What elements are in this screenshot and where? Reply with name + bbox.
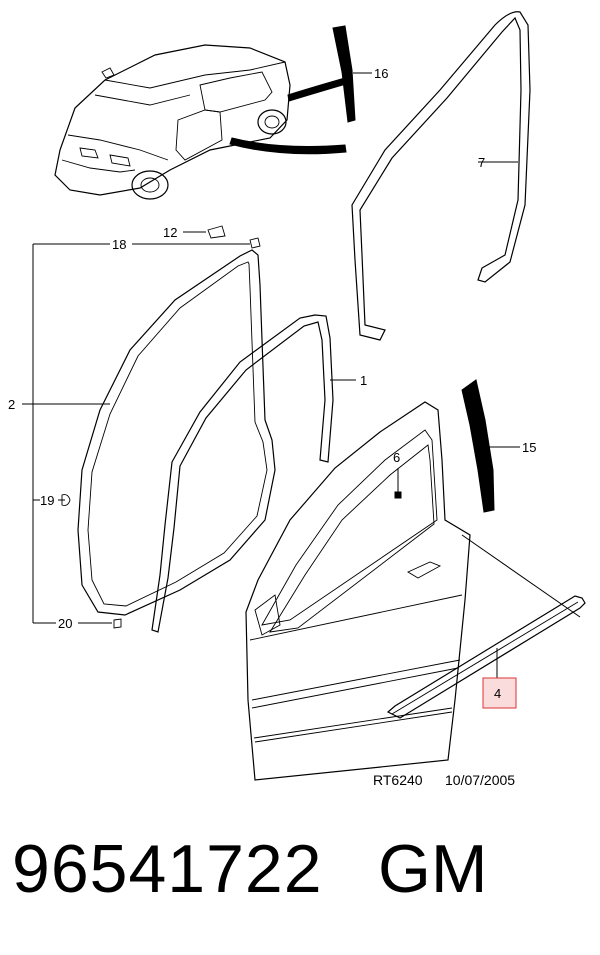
- callout-4: 4: [494, 686, 501, 701]
- parts-diagram: 16 7 12 18 2 19 20 1: [8, 11, 586, 788]
- window-channel-1: [151, 314, 334, 633]
- callout-6: 6: [393, 450, 400, 465]
- callout-1: 1: [360, 373, 367, 388]
- callout-19: 19: [40, 493, 54, 508]
- car-illustration: [54, 44, 291, 200]
- callout-16: 16: [374, 66, 388, 81]
- weatherstrip-7: [351, 11, 531, 341]
- clip-19: [61, 494, 71, 506]
- footer: 96541722 GM: [12, 835, 592, 925]
- clip-12: [207, 225, 226, 239]
- callout-20: 20: [58, 616, 72, 631]
- group-bracket: [22, 243, 250, 624]
- leader-4-top: [461, 534, 581, 618]
- screw-6: [394, 491, 402, 499]
- callout-7: 7: [478, 155, 485, 170]
- callout-15: 15: [522, 440, 536, 455]
- drawing-code: RT6240: [373, 772, 423, 788]
- front-door-panel: [245, 401, 471, 781]
- door-seal-2: [77, 249, 276, 616]
- trim-strip-16: [332, 25, 356, 123]
- part-number: 96541722: [12, 831, 323, 907]
- brand-name: GM: [378, 831, 488, 907]
- callout-18: 18: [112, 237, 126, 252]
- callout-2: 2: [8, 397, 15, 412]
- callout-4-highlight: [482, 677, 517, 709]
- leader-swoosh-lower: [229, 137, 347, 155]
- trim-15: [461, 379, 495, 513]
- clip-18: [249, 237, 261, 249]
- clip-20: [113, 618, 122, 629]
- leader-swoosh-upper: [287, 77, 347, 102]
- side-moulding-4: [386, 595, 586, 719]
- drawing-date: 10/07/2005: [445, 772, 515, 788]
- callout-12: 12: [163, 225, 177, 240]
